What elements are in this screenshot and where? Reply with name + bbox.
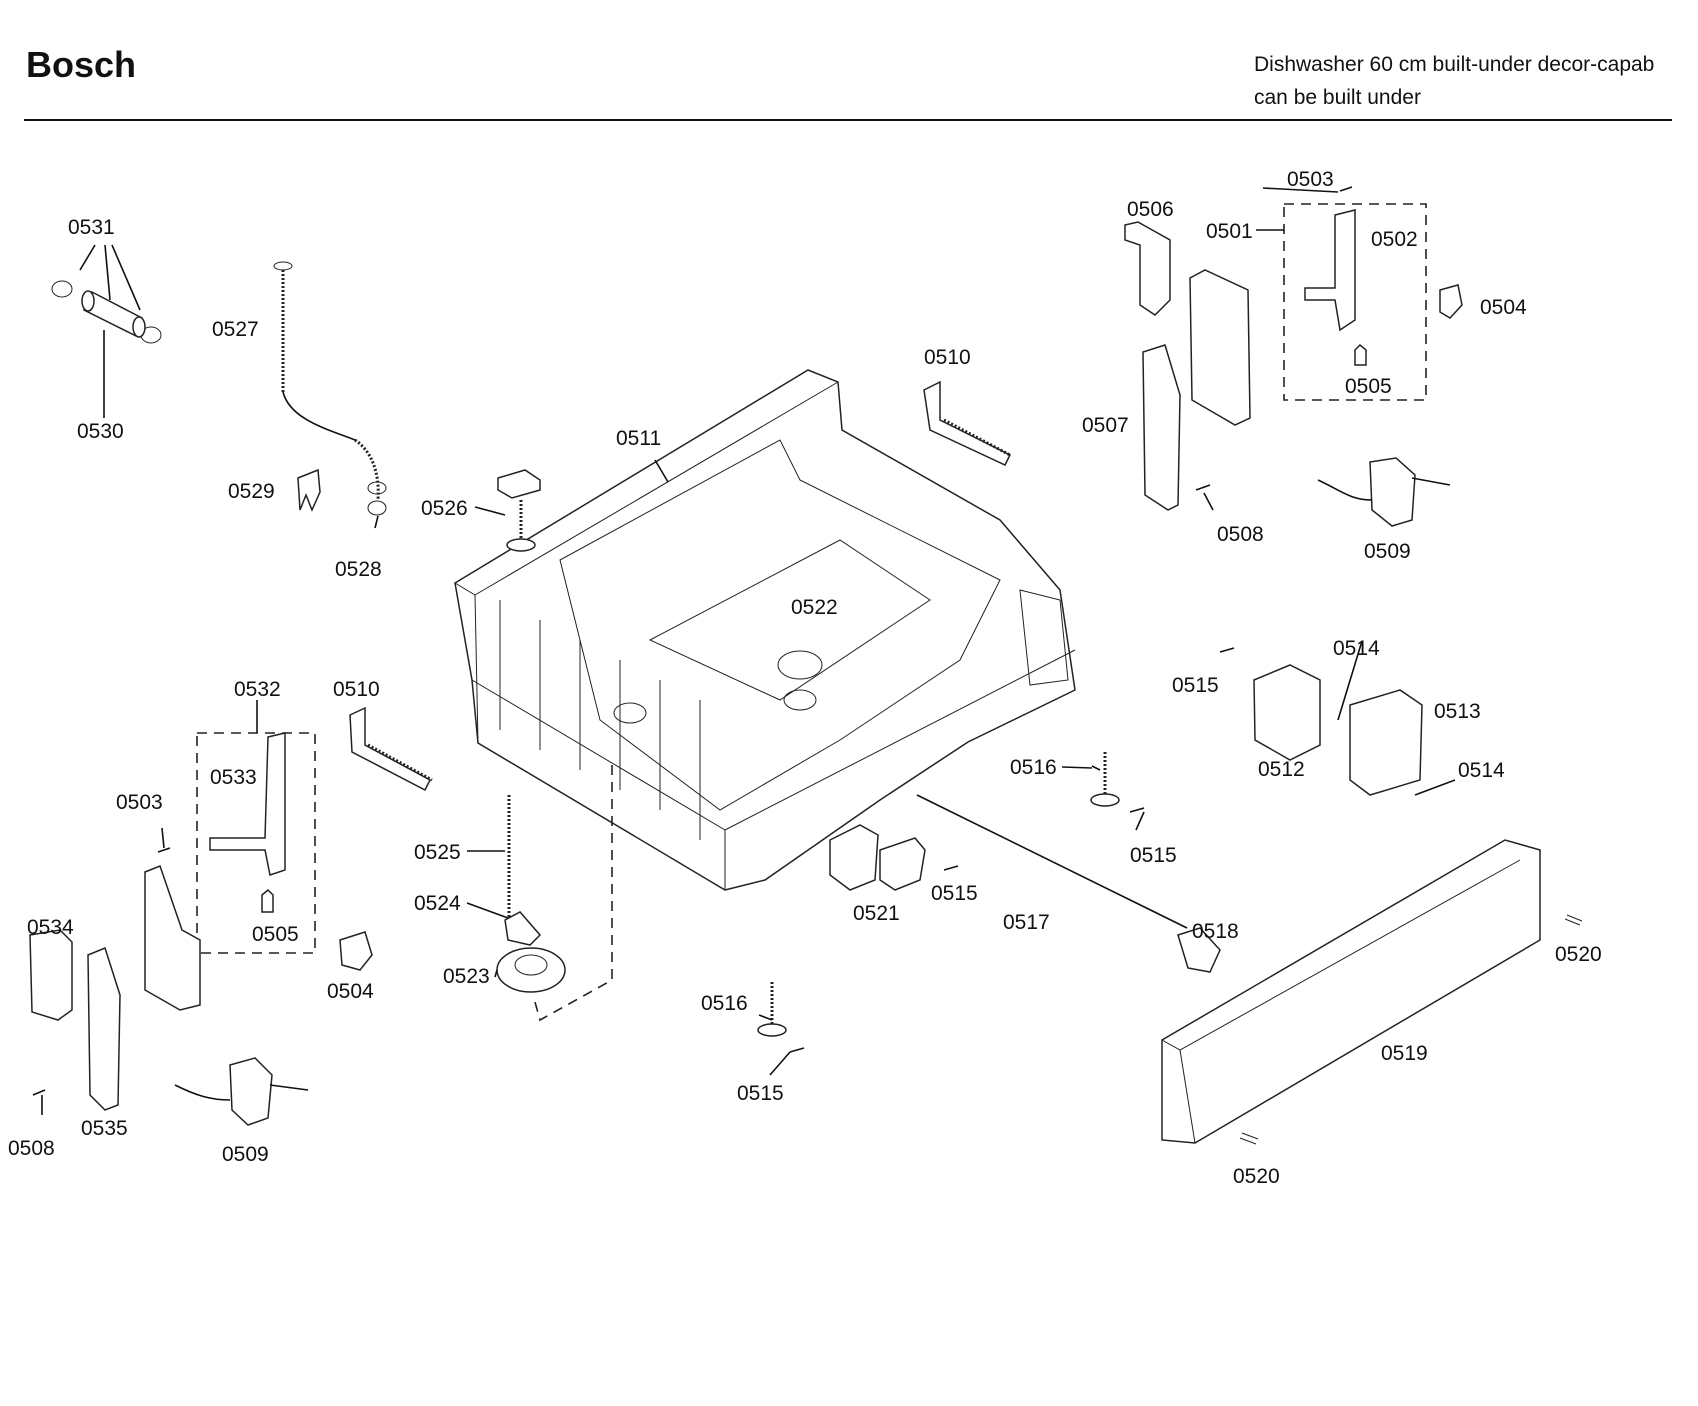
callout-0503-upper: 0503 bbox=[1287, 168, 1334, 191]
valve-part bbox=[829, 824, 926, 891]
hinge-cover-part bbox=[1124, 221, 1171, 316]
callout-0513: 0513 bbox=[1434, 700, 1481, 723]
model-description-line1: Dishwasher 60 cm built-under decor-capab bbox=[1254, 53, 1655, 76]
callout-0505-upper: 0505 bbox=[1345, 375, 1392, 398]
u-clip-part bbox=[1354, 343, 1367, 366]
screw-part-0515-a bbox=[1219, 647, 1235, 653]
screw-part-0515-d bbox=[789, 1047, 805, 1053]
callout-0523: 0523 bbox=[443, 965, 490, 988]
callout-0503-lower: 0503 bbox=[116, 791, 163, 814]
u-clip-part-left bbox=[261, 888, 274, 913]
leader-lines bbox=[41, 187, 1456, 1115]
screw-part bbox=[1339, 186, 1353, 192]
callout-0510-upper: 0510 bbox=[924, 346, 971, 369]
door-hinge-part-lower bbox=[174, 1057, 309, 1126]
drain-spring-hose-part bbox=[273, 261, 387, 516]
adjustable-foot-part bbox=[497, 469, 541, 552]
callout-0509-lower: 0509 bbox=[222, 1143, 269, 1166]
hose-clip-part bbox=[297, 468, 321, 512]
leveling-foot-part-upper bbox=[1090, 752, 1120, 807]
callout-0501: 0501 bbox=[1206, 220, 1253, 243]
callout-0528: 0528 bbox=[335, 558, 382, 581]
callout-labels: 0531 0530 0527 0529 0528 0526 0511 0510 … bbox=[8, 168, 1602, 1188]
hinge-assembly-group-box bbox=[1283, 203, 1427, 401]
callout-0519: 0519 bbox=[1381, 1042, 1428, 1065]
model-description-line2: can be built under bbox=[1254, 86, 1421, 109]
door-hinge-part-upper bbox=[1317, 457, 1451, 527]
callout-0533: 0533 bbox=[210, 766, 257, 789]
header-divider bbox=[24, 119, 1672, 121]
callout-0511: 0511 bbox=[616, 427, 661, 450]
screw-part-lower-left bbox=[32, 1089, 46, 1096]
base-tray-part bbox=[454, 369, 1076, 891]
callout-0510-lower: 0510 bbox=[333, 678, 380, 701]
screw-part-0515-b bbox=[1129, 807, 1145, 813]
callout-0516-lower: 0516 bbox=[701, 992, 748, 1015]
callout-0530: 0530 bbox=[77, 420, 124, 443]
callout-0517: 0517 bbox=[1003, 911, 1050, 934]
callout-0509-upper: 0509 bbox=[1364, 540, 1411, 563]
callout-0522: 0522 bbox=[791, 596, 838, 619]
callout-0525: 0525 bbox=[414, 841, 461, 864]
callout-0516-upper: 0516 bbox=[1010, 756, 1057, 779]
callout-0531: 0531 bbox=[68, 216, 115, 239]
rod-part bbox=[916, 794, 1188, 929]
plastic-clip-part bbox=[1439, 284, 1463, 319]
connector-dashed-line bbox=[534, 765, 613, 1022]
callout-0508-lower: 0508 bbox=[8, 1137, 55, 1160]
callout-0504-upper: 0504 bbox=[1480, 296, 1527, 319]
callout-0512: 0512 bbox=[1258, 758, 1305, 781]
hinge-plate-part-left bbox=[209, 732, 286, 876]
hinge-bracket-part bbox=[1142, 269, 1251, 511]
model-description: Dishwasher 60 cm built-under decor-capab… bbox=[1254, 48, 1654, 114]
screw-part-right bbox=[1564, 914, 1583, 926]
callout-0520-right: 0520 bbox=[1555, 943, 1602, 966]
callout-0508-upper: 0508 bbox=[1217, 523, 1264, 546]
plastic-clip-part-left bbox=[339, 931, 373, 971]
screw-part-0515-c bbox=[943, 865, 959, 871]
callout-0515-c: 0515 bbox=[931, 882, 978, 905]
callout-0527: 0527 bbox=[212, 318, 259, 341]
cap-knob-part bbox=[1177, 927, 1221, 973]
callout-0532: 0532 bbox=[234, 678, 281, 701]
spring-bracket-part-upper bbox=[923, 380, 1012, 466]
callout-0535: 0535 bbox=[81, 1117, 128, 1140]
callout-0502: 0502 bbox=[1371, 228, 1418, 251]
hinge-assembly-group-box-left bbox=[196, 732, 316, 954]
leveling-foot-part-lower bbox=[757, 982, 787, 1037]
callout-0514-lower: 0514 bbox=[1458, 759, 1505, 782]
callout-0515-a: 0515 bbox=[1172, 674, 1219, 697]
screw-part-upper bbox=[1195, 484, 1211, 491]
callout-0521: 0521 bbox=[853, 902, 900, 925]
screw-part-left bbox=[157, 847, 171, 853]
handle-part bbox=[29, 929, 73, 1021]
cover-cap-part bbox=[1349, 689, 1423, 796]
hinge-plate-part bbox=[1304, 209, 1356, 332]
callout-0524: 0524 bbox=[414, 892, 461, 915]
kickplate-panel-part bbox=[1161, 839, 1541, 1144]
float-switch-part bbox=[496, 795, 566, 993]
callout-0505-lower: 0505 bbox=[252, 923, 299, 946]
callout-0518: 0518 bbox=[1192, 920, 1239, 943]
callout-0529: 0529 bbox=[228, 480, 275, 503]
callout-0507: 0507 bbox=[1082, 414, 1129, 437]
hose-clamp-part bbox=[51, 280, 162, 344]
brand-title: Bosch bbox=[26, 44, 137, 85]
spring-bracket-part-lower bbox=[349, 706, 433, 792]
callout-0515-d: 0515 bbox=[737, 1082, 784, 1105]
callout-0520-bottom: 0520 bbox=[1233, 1165, 1280, 1188]
callout-0534: 0534 bbox=[27, 916, 74, 939]
cover-housing-part bbox=[1253, 664, 1321, 761]
callout-0514-upper: 0514 bbox=[1333, 637, 1380, 660]
screw-part-bottom bbox=[1239, 1132, 1259, 1145]
hinge-bracket-part-left bbox=[87, 865, 201, 1111]
callout-0526: 0526 bbox=[421, 497, 468, 520]
callout-0504-lower: 0504 bbox=[327, 980, 374, 1003]
callout-0515-b: 0515 bbox=[1130, 844, 1177, 867]
callout-0506: 0506 bbox=[1127, 198, 1174, 221]
